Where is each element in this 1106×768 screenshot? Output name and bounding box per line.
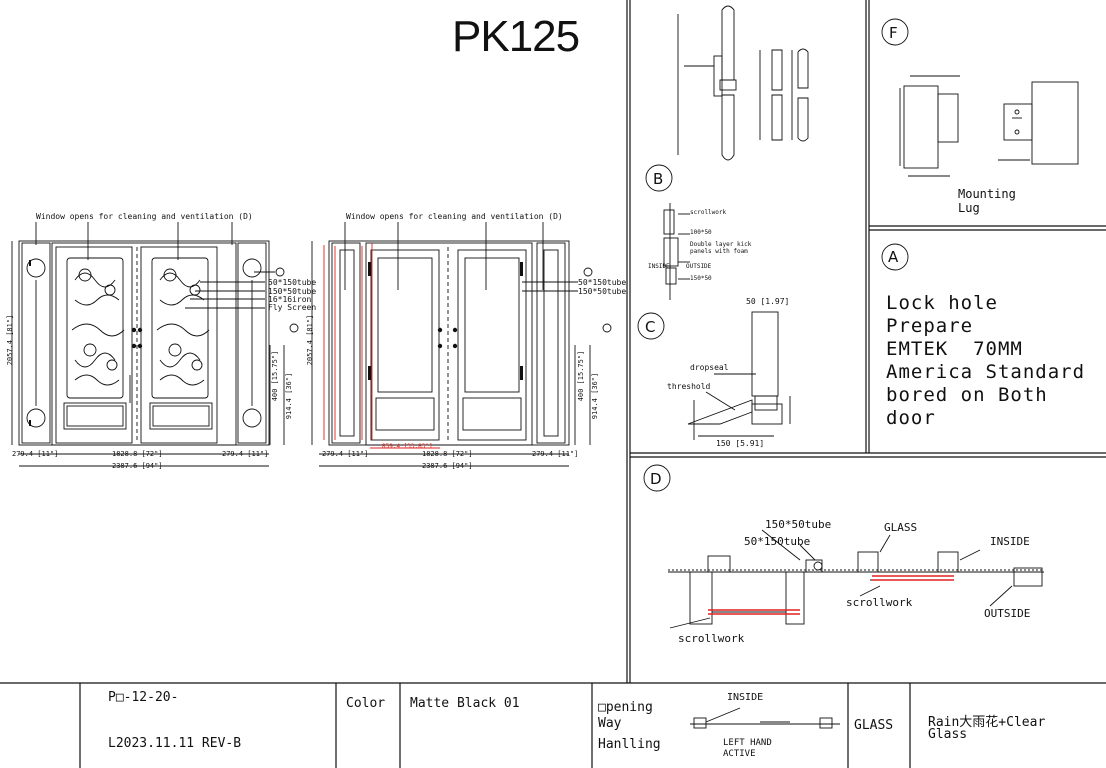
- glass-value-2: Glass: [928, 727, 968, 742]
- right-dim-height: 2057.4 [81"]: [306, 314, 314, 366]
- right-elevation: [311, 222, 612, 467]
- detail-c-dropseal: dropseal: [690, 363, 729, 372]
- right-dim-glass: 859.4 [33.83"]: [382, 443, 433, 450]
- detail-d-tube-2: 50*150tube: [744, 535, 811, 548]
- left-callout-3: 16*16iron: [268, 295, 312, 304]
- color-label: Color: [346, 696, 386, 711]
- detail-c-inside: INSIDE: [648, 263, 670, 270]
- right-dim-side-r: 279.4 [11"]: [532, 450, 579, 458]
- lock-hole-note: Lock hole Prepare EMTEK 70MM America Sta…: [886, 292, 1086, 429]
- left-callout-4: Fly Screen: [268, 303, 317, 312]
- detail-f-lug: [881, 18, 1079, 271]
- detail-f-caption-1: Mounting: [958, 187, 1016, 201]
- detail-b-label: B: [653, 170, 664, 188]
- detail-c-scrollwork: scrollwork: [690, 209, 727, 216]
- opening-way-diagram: [690, 707, 840, 729]
- detail-c-dim-bottom: 150 [5.91]: [716, 439, 765, 448]
- right-dim-400: 400 [15.75"]: [577, 350, 585, 402]
- left-dim-overall: 2387.6 [94"]: [112, 462, 163, 470]
- detail-d-inside: INSIDE: [990, 535, 1030, 548]
- right-handles: [368, 262, 523, 380]
- po-number: P□-12-20-: [108, 690, 179, 705]
- opening-label-3: Hanlling: [598, 737, 661, 752]
- left-dim-side-r: 279.4 [11"]: [222, 450, 269, 458]
- detail-c-tube-a: 100*50: [690, 229, 712, 236]
- detail-d-red-frames: [708, 575, 954, 615]
- left-callout-2: 150*50tube: [268, 287, 317, 296]
- drawing-title: PK125: [452, 12, 580, 61]
- right-dim-overall: 2387.6 [94"]: [422, 462, 473, 470]
- detail-c-kick: Double layer kick panels with foam: [690, 241, 752, 255]
- glass-label: GLASS: [854, 718, 894, 733]
- detail-a-label: A: [888, 248, 899, 266]
- right-window-note: Window opens for cleaning and ventilatio…: [346, 212, 563, 221]
- color-value: Matte Black 01: [410, 696, 520, 711]
- detail-d-tube-1: 150*50tube: [765, 518, 832, 531]
- detail-c-section: [637, 203, 791, 440]
- opening-label-1: □pening: [598, 700, 653, 715]
- right-dim-side-l: 279.4 [11"]: [322, 450, 369, 458]
- left-handles: [29, 260, 143, 426]
- detail-d-scrollwork-2: scrollwork: [678, 632, 745, 645]
- right-elevation-red-dims: [323, 243, 440, 449]
- detail-c-threshold: threshold: [667, 382, 711, 391]
- detail-f-label: F: [889, 24, 898, 42]
- detail-c-outside: OUTSIDE: [686, 263, 712, 270]
- right-dim-center: 1828.8 [72"]: [422, 450, 473, 458]
- detail-c-label: C: [645, 318, 656, 336]
- detail-c-tube-b: 150*50: [690, 275, 712, 282]
- detail-d-plan: [643, 464, 1044, 629]
- left-dim-side-l: 279.4 [11"]: [12, 450, 59, 458]
- right-callout-1: 50*150tube: [578, 278, 627, 287]
- detail-d-outside: OUTSIDE: [984, 607, 1031, 620]
- left-callout-1: 50*150tube: [268, 278, 317, 287]
- detail-f-caption-2: Lug: [958, 201, 980, 215]
- left-dim-center: 1828.8 [72"]: [112, 450, 163, 458]
- detail-d-glass: GLASS: [884, 521, 918, 534]
- opening-inside: INSIDE: [727, 692, 764, 703]
- detail-d-label: D: [650, 470, 662, 488]
- left-dim-400: 400 [15.75"]: [271, 350, 279, 402]
- detail-b-hinge: [645, 5, 809, 192]
- detail-c-dim-top: 50 [1.97]: [746, 297, 790, 306]
- glass-value-1: Rain大雨花+Clear: [928, 715, 1046, 730]
- left-dim-height: 2057.4 [81"]: [6, 314, 14, 366]
- right-dim-914: 914.4 [36"]: [591, 372, 599, 420]
- opening-label-2: Way: [598, 716, 622, 731]
- hand-label-2: ACTIVE: [723, 749, 756, 759]
- left-dim-914: 914.4 [36"]: [285, 372, 293, 420]
- right-callout-2: 150*50tube: [578, 287, 627, 296]
- revision: L2023.11.11 REV-B: [108, 736, 242, 751]
- detail-d-scrollwork-1: scrollwork: [846, 596, 913, 609]
- left-elevation: [11, 222, 299, 467]
- hand-label-1: LEFT HAND: [723, 738, 772, 748]
- left-window-note: Window opens for cleaning and ventilatio…: [36, 212, 253, 221]
